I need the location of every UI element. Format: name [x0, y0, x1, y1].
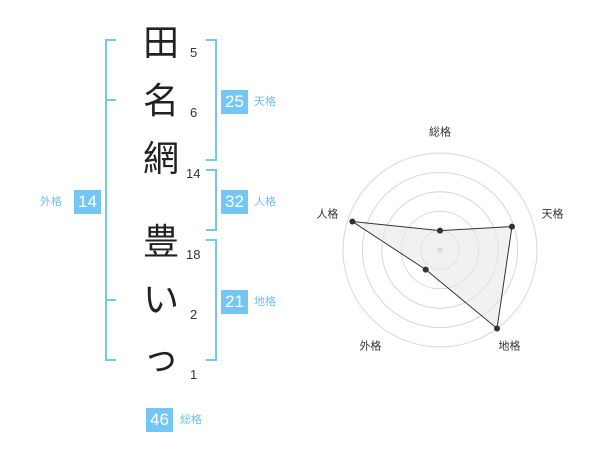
- radar-axis-label: 地格: [499, 339, 521, 353]
- radar-point: [349, 218, 356, 225]
- name-char-4: 豊: [143, 222, 180, 263]
- name-char-3: 網: [143, 139, 180, 180]
- stroke-count-6: 1: [190, 367, 198, 382]
- gaikaku-label: 外格: [40, 195, 62, 208]
- jinkaku-value: 32: [221, 190, 248, 214]
- radar-axis-label: 外格: [359, 339, 381, 353]
- radar-grid-ring: [342, 152, 538, 348]
- stroke-count-4: 18: [186, 247, 201, 262]
- stroke-count-5: 2: [190, 307, 198, 322]
- name-char-2: 名: [143, 81, 180, 122]
- gaikaku-value: 14: [74, 190, 101, 214]
- radar-axis-label: 総格: [429, 125, 451, 139]
- radar-point: [422, 266, 429, 273]
- soukaku-value: 46: [146, 408, 173, 432]
- radar-polygon: [352, 221, 513, 330]
- radar-axis-label: 人格: [316, 206, 338, 220]
- name-char-1: 田: [143, 23, 180, 64]
- radar-polygon-group: [349, 218, 515, 332]
- chikaku-value: 21: [221, 290, 248, 314]
- chikaku-label: 地格: [254, 295, 276, 308]
- radar-grid-ring: [361, 171, 519, 329]
- name-char-5: い: [143, 280, 180, 321]
- radar-point: [494, 325, 501, 332]
- stroke-count-3: 14: [186, 166, 201, 181]
- soukaku-label: 総格: [180, 413, 202, 426]
- stroke-count-2: 6: [190, 105, 198, 120]
- jinkaku-label: 人格: [254, 195, 276, 208]
- radar-point: [437, 227, 443, 234]
- tenkaku-label: 天格: [254, 95, 276, 108]
- stroke-count-1: 5: [190, 45, 198, 60]
- radar-point: [508, 223, 515, 230]
- radar-axis-label: 天格: [542, 206, 564, 220]
- tenkaku-value: 25: [221, 90, 248, 114]
- name-char-6: っ: [143, 338, 180, 379]
